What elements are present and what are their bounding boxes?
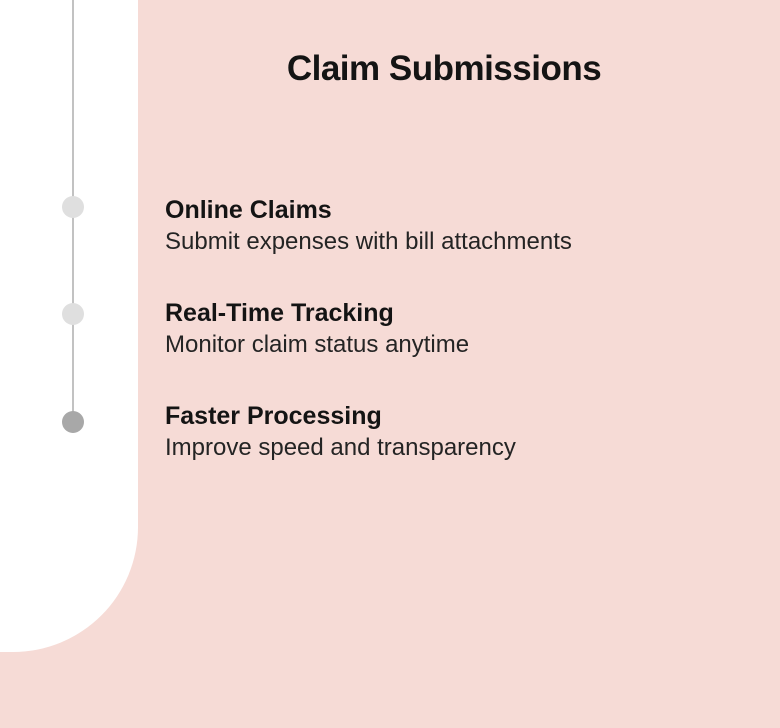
timeline-dot bbox=[62, 303, 84, 325]
item-description: Improve speed and transparency bbox=[165, 434, 516, 461]
timeline-item: Real-Time Tracking Monitor claim status … bbox=[165, 297, 725, 361]
timeline-items: Online Claims Submit expenses with bill … bbox=[165, 194, 725, 503]
page-title: Claim Submissions bbox=[286, 49, 602, 88]
timeline-item: Online Claims Submit expenses with bill … bbox=[165, 194, 725, 258]
timeline-dot bbox=[62, 196, 84, 218]
item-heading: Online Claims bbox=[165, 196, 332, 224]
item-description: Submit expenses with bill attachments bbox=[165, 228, 572, 255]
timeline-item: Faster Processing Improve speed and tran… bbox=[165, 400, 725, 464]
item-heading: Faster Processing bbox=[165, 402, 382, 430]
item-description: Monitor claim status anytime bbox=[165, 331, 470, 358]
item-heading: Real-Time Tracking bbox=[165, 299, 394, 327]
timeline-dot bbox=[62, 411, 84, 433]
left-panel bbox=[0, 0, 138, 652]
